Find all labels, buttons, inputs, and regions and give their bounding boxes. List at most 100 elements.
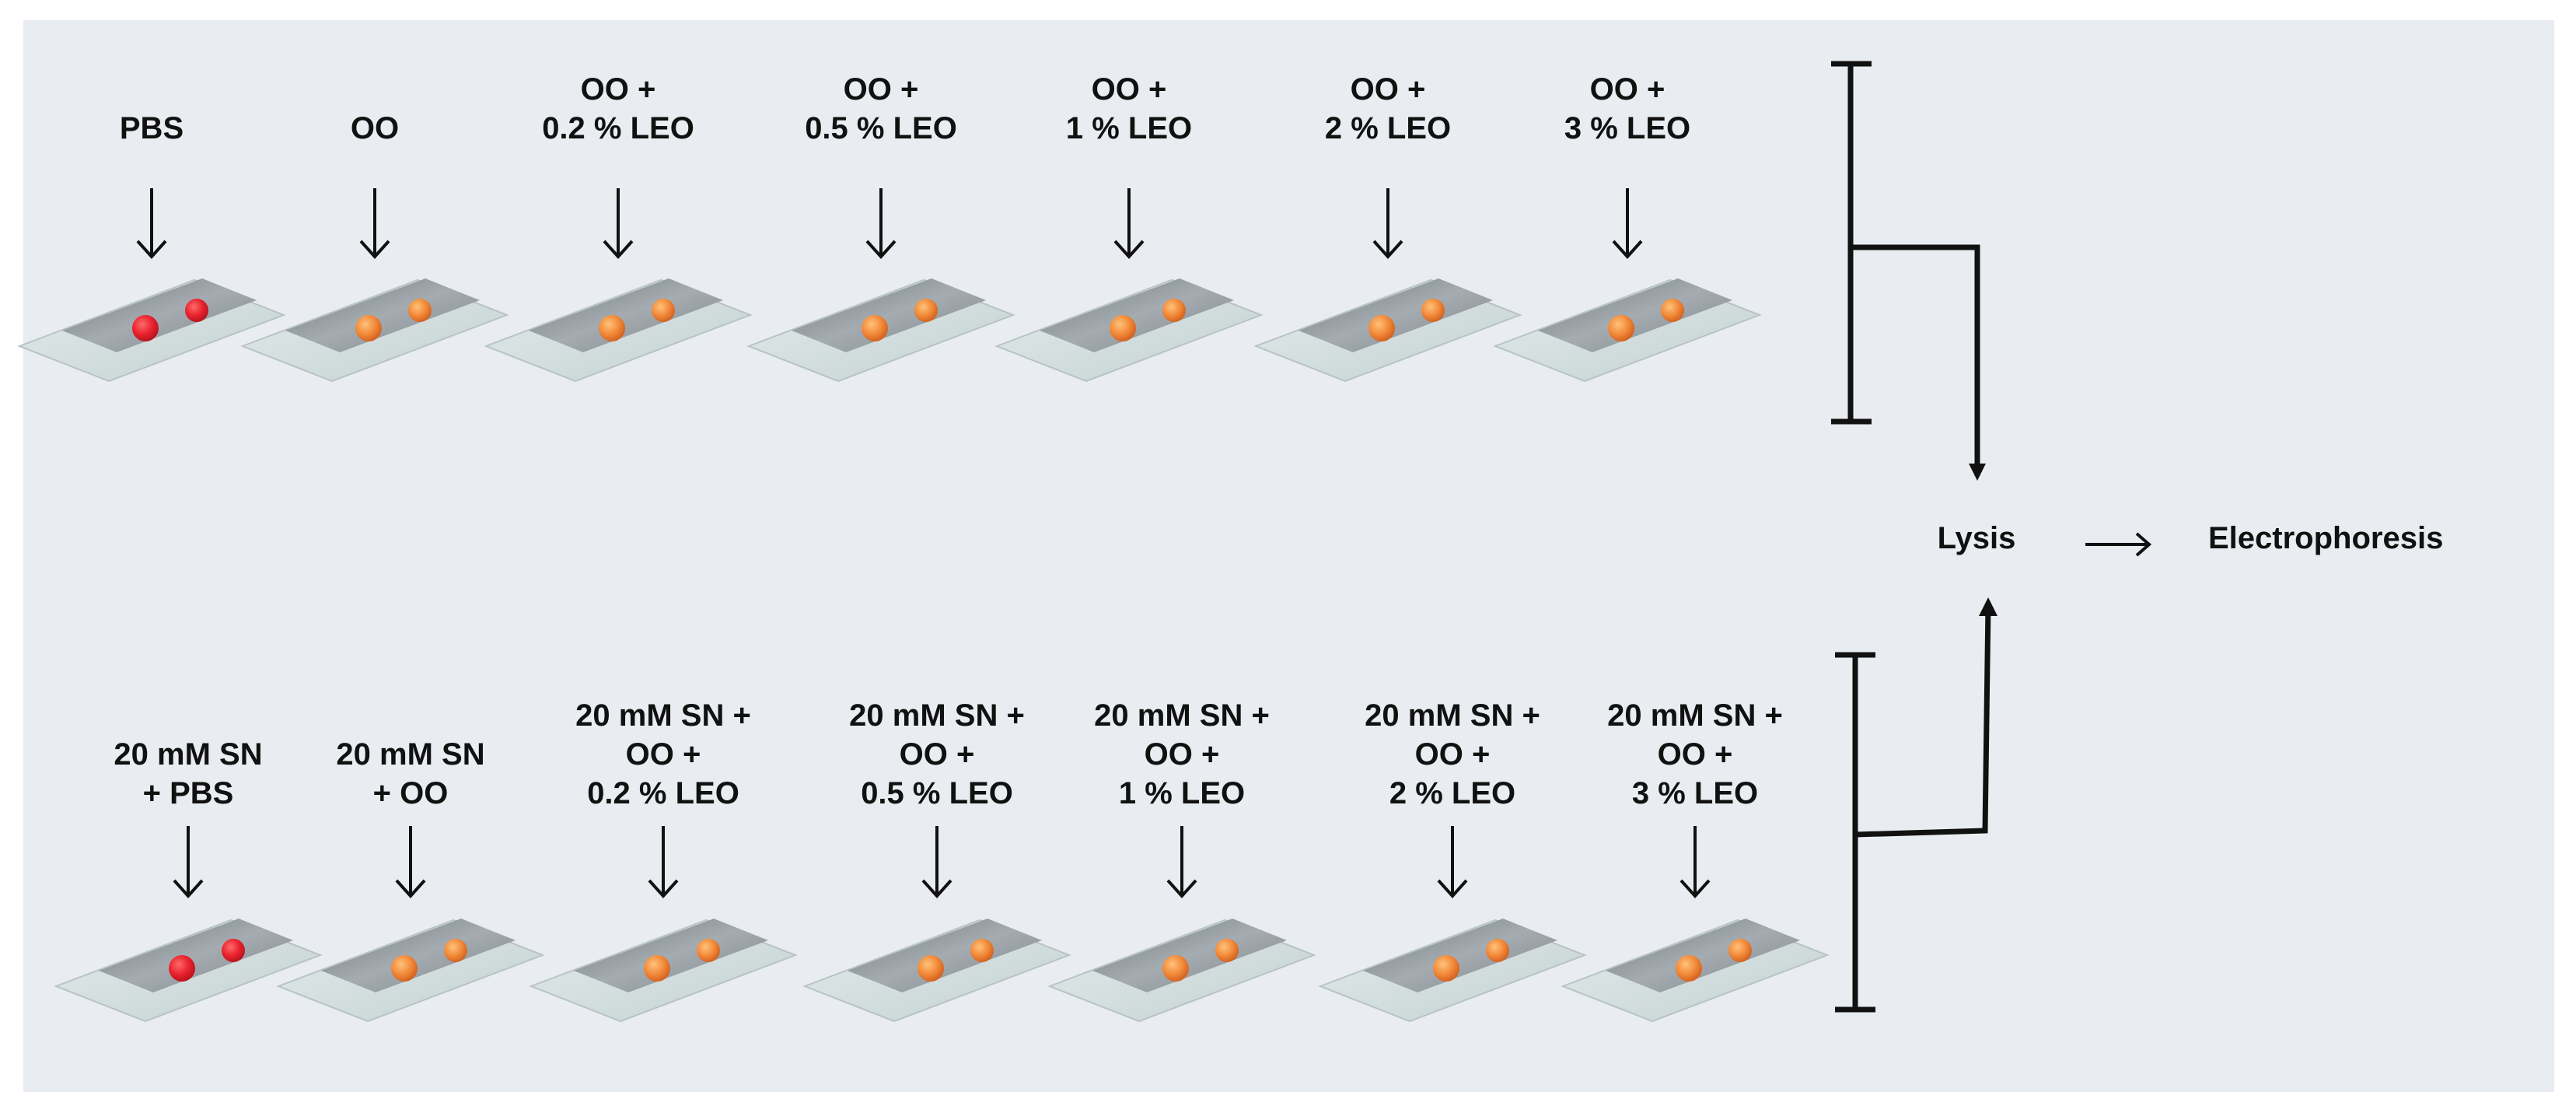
orange-cell-drop bbox=[1162, 299, 1186, 322]
microscope-slide bbox=[276, 919, 545, 1023]
slide-gel-area bbox=[529, 278, 723, 352]
sample-label-line: OO + bbox=[581, 72, 656, 107]
down-arrow-icon bbox=[603, 188, 634, 259]
sample-column: OO + 1 % LEO bbox=[994, 72, 1264, 383]
slide-gel-area bbox=[1040, 278, 1234, 352]
down-arrow-icon bbox=[359, 188, 390, 259]
sample-column: OO + 2 % LEO bbox=[1253, 72, 1522, 383]
down-arrow-icon bbox=[1437, 826, 1468, 898]
orange-cell-drop bbox=[1728, 939, 1752, 962]
arrow-down-to-lysis bbox=[1969, 464, 1986, 481]
sample-label-line: 0.2 % LEO bbox=[587, 776, 739, 810]
sample-column: 20 mM SN + OO + 0.2 % LEO bbox=[529, 698, 798, 1023]
down-arrow-icon bbox=[136, 188, 167, 259]
orange-cell-drop bbox=[1433, 955, 1459, 982]
orange-cell-drop bbox=[970, 939, 994, 962]
orange-cell-drop bbox=[408, 299, 432, 322]
orange-cell-drop bbox=[652, 299, 675, 322]
sample-label-line: OO + bbox=[626, 737, 701, 772]
red-cell-drop bbox=[169, 955, 195, 982]
sample-label-line: 1 % LEO bbox=[1066, 111, 1192, 145]
slide-gel-area bbox=[848, 919, 1042, 992]
sample-label-line: OO + bbox=[1092, 72, 1167, 107]
orange-cell-drop bbox=[1110, 315, 1136, 341]
down-arrow-icon bbox=[865, 188, 897, 259]
sample-label-line: 3 % LEO bbox=[1632, 776, 1758, 810]
sample-column: 20 mM SN + OO + 3 % LEO bbox=[1561, 698, 1830, 1023]
orange-cell-drop bbox=[697, 939, 720, 962]
red-cell-drop bbox=[132, 315, 159, 341]
sample-label-line: 20 mM SN + bbox=[1365, 698, 1540, 733]
slide-gel-area bbox=[1363, 919, 1557, 992]
microscope-slide bbox=[484, 278, 753, 383]
down-arrow-icon bbox=[648, 826, 679, 898]
orange-cell-drop bbox=[1215, 939, 1239, 962]
bottom-row-samples: 20 mM SN + PBS 20 mM SN + OO 20 mM SN + OO + 0… bbox=[54, 698, 1830, 1023]
sample-label-line: OO + bbox=[844, 72, 919, 107]
sample-label-line: 2 % LEO bbox=[1325, 111, 1451, 145]
sample-column: 20 mM SN + OO bbox=[276, 737, 545, 1023]
orange-cell-drop bbox=[1421, 299, 1445, 322]
sample-column: 20 mM SN + OO + 1 % LEO bbox=[1047, 698, 1316, 1023]
microscope-slide bbox=[994, 278, 1264, 383]
microscope-slide bbox=[529, 919, 798, 1023]
microscope-slide bbox=[17, 278, 286, 383]
orange-cell-drop bbox=[862, 315, 888, 341]
sample-label-line: 20 mM SN bbox=[114, 737, 262, 772]
sample-label-line: 20 mM SN + bbox=[849, 698, 1025, 733]
slide-gel-area bbox=[1606, 919, 1800, 992]
sample-label-line: + OO bbox=[373, 776, 449, 810]
sample-column: OO + 3 % LEO bbox=[1493, 72, 1762, 383]
sample-label-line: 0.5 % LEO bbox=[805, 111, 957, 145]
red-cell-drop bbox=[185, 299, 208, 322]
background-panel bbox=[23, 20, 2554, 1092]
lysis-label: Lysis bbox=[1938, 521, 2016, 555]
process-arrow bbox=[2085, 532, 2152, 557]
sample-label-line: OO + bbox=[1590, 72, 1665, 107]
slide-gel-area bbox=[62, 278, 257, 352]
sample-label-line: 3 % LEO bbox=[1564, 111, 1690, 145]
sample-column: 20 mM SN +OO +0.5 % LEO bbox=[802, 698, 1071, 1023]
sample-label-line: OO bbox=[351, 111, 399, 145]
sample-label-line: OO + bbox=[1145, 737, 1220, 772]
slide-gel-area bbox=[792, 278, 986, 352]
orange-cell-drop bbox=[914, 299, 938, 322]
sample-label-line: OO + bbox=[1658, 737, 1733, 772]
sample-label-line: + PBS bbox=[143, 776, 234, 810]
sample-label-line: 1 % LEO bbox=[1119, 776, 1245, 810]
microscope-slide bbox=[802, 919, 1071, 1023]
down-arrow-icon bbox=[921, 826, 952, 898]
slide-gel-area bbox=[321, 919, 516, 992]
sample-label-line: OO + bbox=[1351, 72, 1426, 107]
microscope-slide bbox=[54, 919, 323, 1023]
microscope-slide bbox=[240, 278, 509, 383]
sample-label-line: OO + bbox=[1415, 737, 1491, 772]
sample-label-line: 0.2 % LEO bbox=[542, 111, 694, 145]
sample-label-line: 20 mM SN + bbox=[1094, 698, 1270, 733]
down-arrow-icon bbox=[1113, 188, 1145, 259]
microscope-slide bbox=[1318, 919, 1587, 1023]
sample-label-line: 20 mM SN + bbox=[1607, 698, 1783, 733]
down-arrow-icon bbox=[1372, 188, 1403, 259]
microscope-slide bbox=[746, 278, 1015, 383]
slide-gel-area bbox=[1538, 278, 1732, 352]
sample-column: PBS bbox=[17, 111, 286, 383]
orange-cell-drop bbox=[391, 955, 418, 982]
orange-cell-drop bbox=[644, 955, 670, 982]
sample-column: OO + 0.5 % LEO bbox=[746, 72, 1015, 383]
sample-column: OO bbox=[240, 111, 509, 383]
orange-cell-drop bbox=[444, 939, 467, 962]
sample-label-line: 20 mM SN bbox=[336, 737, 484, 772]
microscope-slide bbox=[1493, 278, 1762, 383]
sample-label-line: OO + bbox=[900, 737, 975, 772]
bottom-bracket bbox=[1835, 604, 1991, 1013]
sample-column: 20 mM SN + PBS bbox=[54, 737, 323, 1023]
down-arrow-icon bbox=[173, 826, 204, 898]
down-arrow-icon bbox=[1679, 826, 1711, 898]
sample-column: OO + 0.2 % LEO bbox=[484, 72, 753, 383]
orange-cell-drop bbox=[1676, 955, 1702, 982]
sample-label-line: 20 mM SN + bbox=[575, 698, 751, 733]
slide-gel-area bbox=[285, 278, 480, 352]
sample-label-line: PBS bbox=[120, 111, 184, 145]
